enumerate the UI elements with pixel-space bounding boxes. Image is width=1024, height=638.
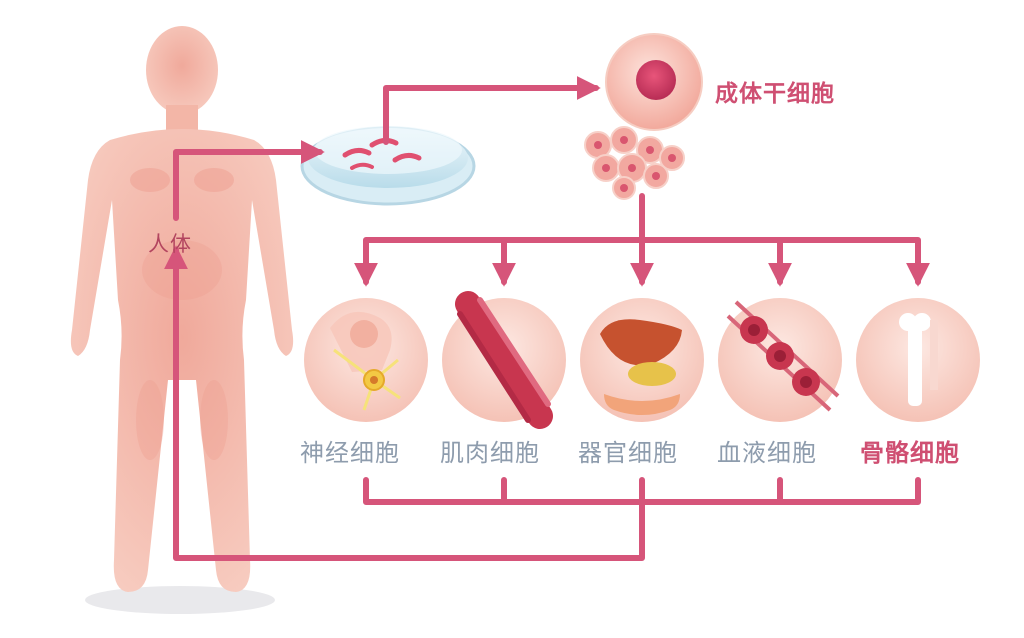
arrow-body-to-dish: [173, 140, 325, 221]
stem-cell-label: 成体干细胞: [715, 81, 835, 107]
organ-cell-label: 器官细胞: [578, 439, 678, 467]
nerve-cell-icon: [304, 298, 428, 422]
arrow-return-bar: [363, 477, 921, 505]
blood-cell-icon: [718, 298, 842, 422]
arrow-return-to-body: [164, 245, 645, 561]
cell-cluster-icon: [584, 126, 685, 200]
organ-cell-icon: [580, 298, 704, 422]
human-body-figure: [70, 26, 294, 614]
petri-dish-icon: [300, 126, 476, 206]
muscle-cell-label: 肌肉细胞: [440, 439, 540, 467]
nerve-cell-label: 神经细胞: [300, 439, 400, 467]
human-body-label: 人体: [148, 232, 192, 256]
blood-cell-label: 血液细胞: [717, 439, 817, 467]
muscle-cell-icon: [442, 291, 566, 429]
stem-cell-icon: [605, 33, 703, 131]
arrow-dish-to-stem-cell: [383, 76, 601, 145]
bone-cell-label: 骨骼细胞: [860, 439, 960, 467]
flow-arrows: [164, 76, 930, 561]
bone-cell-icon: [856, 298, 980, 422]
